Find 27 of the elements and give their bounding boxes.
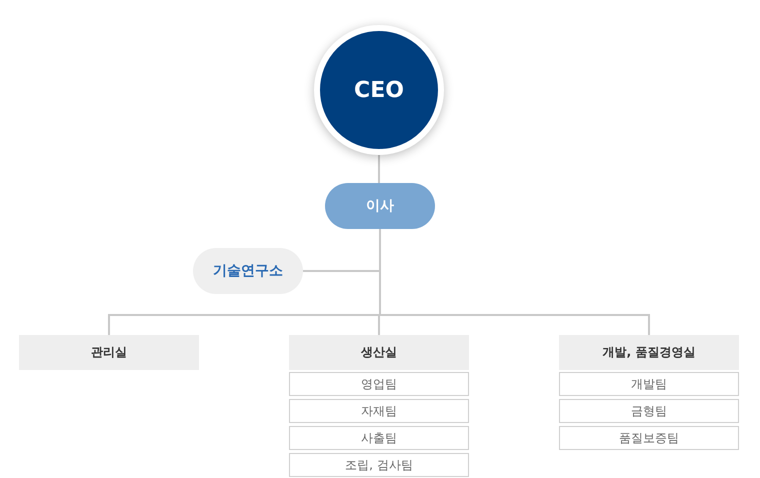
node-label: 이사 <box>366 197 394 215</box>
node-label: 품질보증팀 <box>619 430 679 446</box>
team-box <box>559 426 739 450</box>
node-label: 조립, 검사팀 <box>345 456 413 474</box>
node-label: 사출팀 <box>361 430 397 446</box>
node-label: 개발팀 <box>631 376 667 392</box>
team-box <box>289 399 469 423</box>
node-label: 금형팀 <box>631 402 667 420</box>
lab-pill <box>193 248 303 294</box>
node-label: 기술연구소 <box>213 262 283 280</box>
team-box <box>559 399 739 423</box>
node-label: 영업팀 <box>361 376 397 392</box>
team-box <box>559 372 739 396</box>
director-pill <box>325 183 435 229</box>
team-box <box>289 453 469 477</box>
connector-line <box>378 155 380 183</box>
team-box <box>289 426 469 450</box>
node-label: 관리실 <box>91 344 127 361</box>
node-label: CEO <box>354 78 404 102</box>
department-box <box>289 335 469 370</box>
connector-line <box>379 229 650 335</box>
node-label: 생산실 <box>361 344 397 361</box>
node-label: 개발, 품질경영실 <box>602 344 696 361</box>
team-box <box>289 372 469 396</box>
department-box <box>19 335 199 370</box>
department-box <box>559 335 739 370</box>
node-label: 자재팀 <box>361 402 397 420</box>
